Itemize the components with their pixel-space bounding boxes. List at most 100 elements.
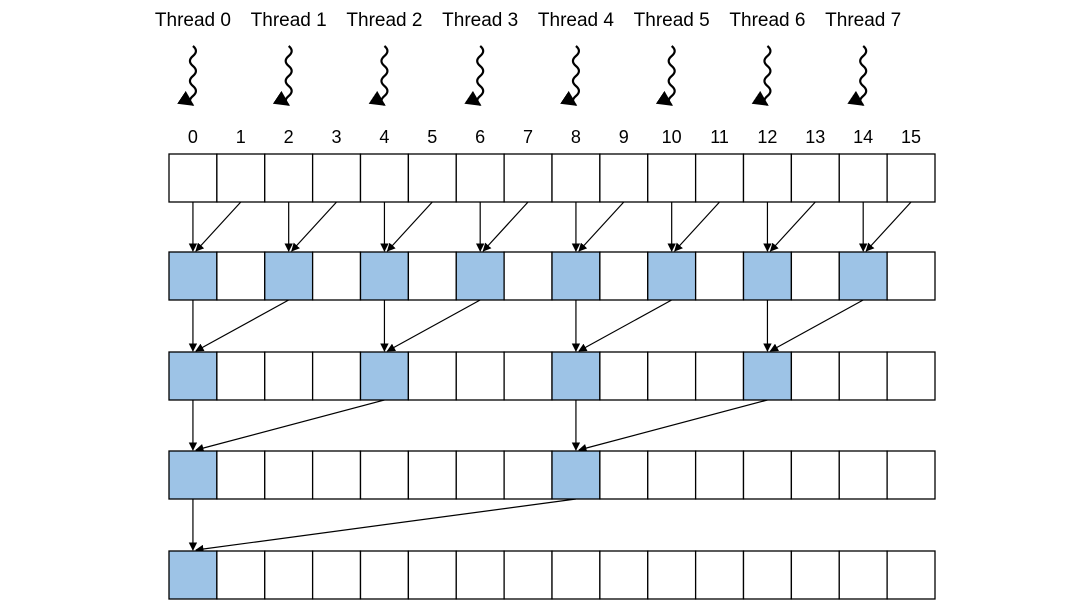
reduction-arrow-diagonal <box>291 201 338 252</box>
array-cell <box>886 153 936 203</box>
array-cell <box>407 153 457 203</box>
reduction-arrow-diagonal <box>195 399 385 453</box>
array-cell <box>407 351 457 401</box>
reduction-arrow-diagonal <box>386 201 433 252</box>
array-cell <box>790 251 840 301</box>
highlighted-cell <box>455 251 505 301</box>
array-cell <box>551 153 601 203</box>
array-cell <box>407 251 457 301</box>
array-cell <box>503 153 553 203</box>
thread-label-0: Thread 0 <box>155 10 231 31</box>
thread-label-5: Thread 5 <box>634 10 710 31</box>
squiggly-arrow-icon <box>272 45 293 106</box>
array-cell <box>599 351 649 401</box>
array-row-2 <box>168 351 936 401</box>
reduction-arrow-diagonal <box>482 201 529 252</box>
array-cell <box>264 153 314 203</box>
squiggly-arrow-icon <box>655 45 676 106</box>
array-cell <box>647 351 697 401</box>
index-label-6: 6 <box>475 127 485 147</box>
array-cell <box>838 351 888 401</box>
index-label-13: 13 <box>805 127 825 147</box>
squiggly-arrow-icon <box>368 45 389 106</box>
array-cell <box>407 550 457 600</box>
index-label-4: 4 <box>379 127 389 147</box>
array-cell <box>886 550 936 600</box>
array-cell <box>311 153 362 203</box>
array-cell <box>694 251 745 301</box>
highlighted-cell <box>742 251 793 301</box>
squiggly-arrow-icon <box>464 45 485 106</box>
reduction-arrow-diagonal <box>769 201 816 252</box>
array-cell <box>216 153 266 203</box>
reduction-arrow-diagonal <box>386 299 481 352</box>
highlighted-cell <box>359 351 410 401</box>
reduction-arrow-diagonal <box>578 399 768 453</box>
thread-label-3: Thread 3 <box>442 10 518 31</box>
array-rows-group <box>168 153 936 600</box>
array-row-4 <box>168 550 936 600</box>
array-cell <box>838 450 888 500</box>
reduction-arrow-diagonal <box>195 498 577 554</box>
index-label-7: 7 <box>523 127 533 147</box>
highlighted-cell <box>264 251 314 301</box>
reduction-arrow-diagonal <box>195 201 242 252</box>
highlighted-cell <box>359 251 410 301</box>
array-cell <box>599 550 649 600</box>
index-label-5: 5 <box>427 127 437 147</box>
array-cell <box>168 153 218 203</box>
array-cell <box>599 251 649 301</box>
array-cell <box>886 450 936 500</box>
array-cell <box>790 450 840 500</box>
index-label-0: 0 <box>188 127 198 147</box>
thread-label-1: Thread 1 <box>251 10 327 31</box>
squiggly-arrow-icon <box>177 45 198 106</box>
array-cell <box>359 550 410 600</box>
array-cell <box>790 550 840 600</box>
array-cell <box>455 351 505 401</box>
index-label-8: 8 <box>571 127 581 147</box>
array-cell <box>311 251 362 301</box>
index-label-11: 11 <box>710 127 729 147</box>
array-cell <box>886 251 936 301</box>
array-cell <box>599 450 649 500</box>
array-cell <box>264 550 314 600</box>
index-label-3: 3 <box>332 127 342 147</box>
index-label-10: 10 <box>662 127 682 147</box>
array-cell <box>886 351 936 401</box>
reduction-arrow-diagonal <box>578 201 625 252</box>
thread-label-7: Thread 7 <box>825 10 901 31</box>
reduction-arrow-diagonal <box>769 299 864 352</box>
thread-label-4: Thread 4 <box>538 10 614 31</box>
highlighted-cell <box>168 351 218 401</box>
array-row-1 <box>168 251 936 301</box>
array-cell <box>311 450 362 500</box>
reduction-arrow-diagonal <box>578 299 672 352</box>
array-cell <box>503 550 553 600</box>
array-cell <box>455 450 505 500</box>
array-cell <box>694 550 745 600</box>
highlighted-cell <box>551 251 601 301</box>
reduction-arrows-group <box>188 201 912 554</box>
array-cell <box>647 550 697 600</box>
array-cell <box>359 450 410 500</box>
index-label-2: 2 <box>284 127 294 147</box>
highlighted-cell <box>168 550 218 600</box>
array-cell <box>455 153 505 203</box>
array-cell <box>647 153 697 203</box>
reduction-arrow-diagonal <box>674 201 721 252</box>
array-cell <box>742 450 793 500</box>
array-row-3 <box>168 450 936 500</box>
array-cell <box>216 351 266 401</box>
array-cell <box>264 351 314 401</box>
array-cell <box>216 550 266 600</box>
array-cell <box>790 153 840 203</box>
highlighted-cell <box>168 251 218 301</box>
array-cell <box>503 251 553 301</box>
thread-labels-group: Thread 0 Thread 1 Thread 2 Thread 3 Thread 4… <box>155 10 901 106</box>
array-cell <box>790 351 840 401</box>
squiggly-arrow-icon <box>751 45 772 106</box>
thread-label-2: Thread 2 <box>346 10 422 31</box>
squiggly-arrow-icon <box>847 45 868 106</box>
